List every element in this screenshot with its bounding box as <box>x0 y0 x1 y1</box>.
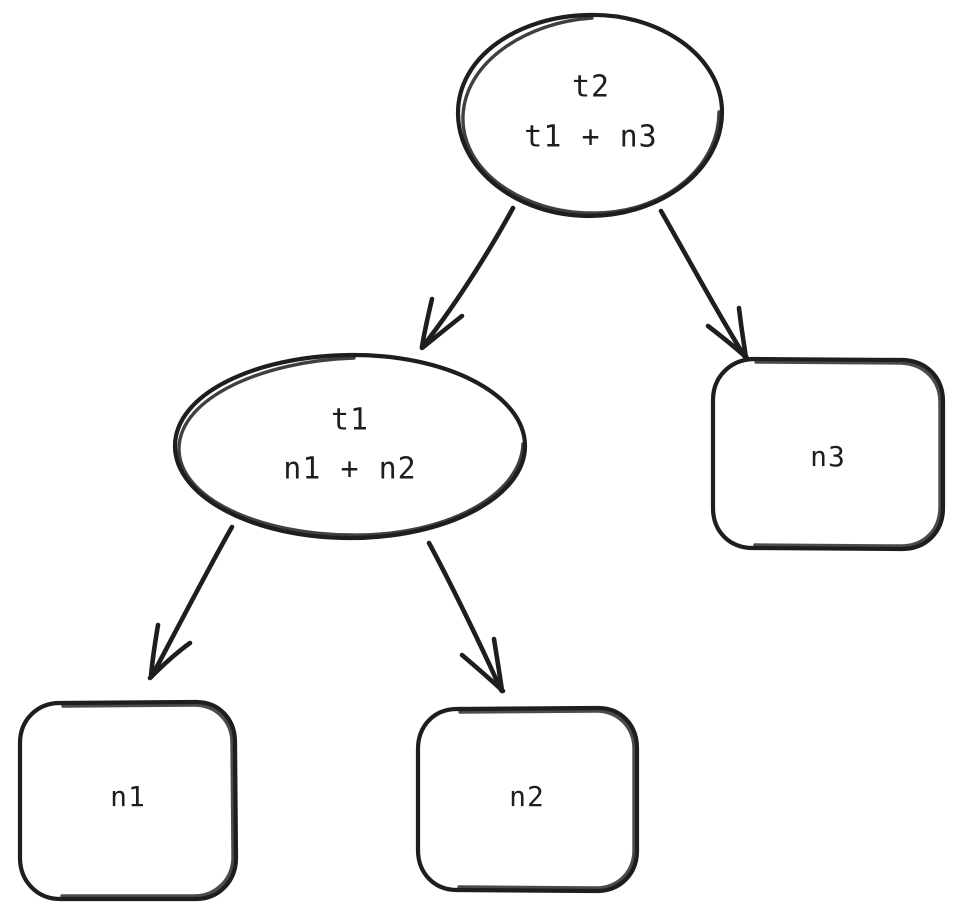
node-n1-label: n1 <box>110 780 146 813</box>
node-n3[interactable]: n3 <box>710 356 946 552</box>
node-t2[interactable]: t2 t1 + n3 <box>455 12 725 219</box>
node-t1[interactable]: t1 n1 + n2 <box>172 352 528 541</box>
node-n1[interactable]: n1 <box>17 699 239 902</box>
node-t1-line2: n1 + n2 <box>283 452 416 487</box>
node-n3-label: n3 <box>810 440 846 473</box>
edge-t2-to-n3 <box>658 208 750 361</box>
edge-t1-to-n1 <box>147 524 235 681</box>
edge-t2-to-t1 <box>419 205 516 351</box>
edge-t1-to-n2 <box>426 540 506 694</box>
node-n2[interactable]: n2 <box>415 705 640 894</box>
node-t2-line2: t1 + n3 <box>524 120 657 155</box>
node-n2-label: n2 <box>509 780 545 813</box>
node-t2-line1: t2 <box>572 70 610 105</box>
node-t1-line1: t1 <box>331 403 369 438</box>
